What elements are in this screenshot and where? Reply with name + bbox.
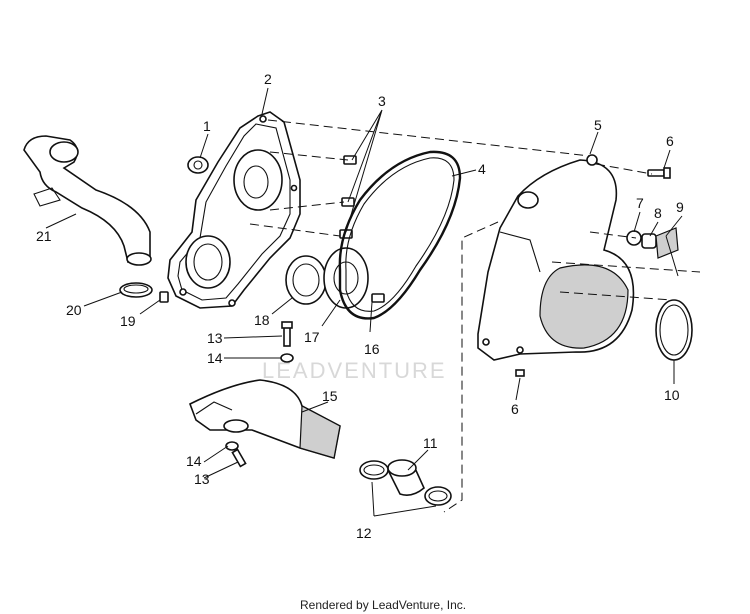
part-16-bolt (371, 293, 385, 303)
callout-19: 19 (120, 313, 136, 329)
callout-10: 10 (664, 387, 680, 403)
part-2-inner-cover (167, 111, 301, 309)
callout-8: 8 (654, 205, 662, 221)
part-13-bolt-upper (281, 321, 293, 347)
callout-15: 15 (322, 388, 338, 404)
callout-6-lower: 6 (511, 401, 519, 417)
callout-12: 12 (356, 525, 372, 541)
callout-14-lower: 14 (186, 453, 202, 469)
part-6-screw-lower (515, 369, 525, 377)
part-1-washer (187, 156, 209, 174)
callout-6-upper: 6 (666, 133, 674, 149)
footer-credit: Rendered by LeadVenture, Inc. (300, 598, 466, 612)
part-9-label (655, 227, 679, 259)
part-8-plug (641, 233, 657, 249)
callout-17: 17 (304, 329, 320, 345)
leader-lines (45, 87, 683, 517)
watermark: LEADVENTURE (262, 358, 447, 383)
callout-3: 3 (378, 93, 386, 109)
callout-1: 1 (203, 118, 211, 134)
part-4-drive-belt (338, 150, 462, 320)
callout-2: 2 (264, 71, 272, 87)
callout-11: 11 (423, 435, 438, 451)
callout-13-lower: 13 (194, 471, 210, 487)
part-10-gasket (655, 299, 693, 361)
part-12-clamp-right (424, 486, 452, 506)
part-11-sleeve (387, 459, 425, 496)
part-18-seal (285, 255, 327, 305)
part-12-clamp-left (359, 460, 389, 480)
part-14-washer-lower (225, 441, 239, 451)
callout-18: 18 (254, 312, 270, 328)
part-5-outer-cover (477, 154, 635, 361)
callout-21: 21 (36, 228, 52, 244)
part-20-clamp (119, 282, 153, 298)
part-6-screw-upper (647, 167, 671, 179)
part-21-air-duct (23, 135, 152, 266)
part-15-lower-duct (188, 379, 341, 460)
part-19-screw (159, 291, 169, 303)
alignment-lines (249, 119, 701, 513)
callout-labels: 1 2 3 4 5 6 6 7 8 9 10 11 12 13 13 14 14… (36, 71, 684, 541)
callout-9: 9 (676, 199, 684, 215)
part-13-bolt-lower (231, 448, 247, 468)
callout-14-upper: 14 (207, 350, 223, 366)
callout-4: 4 (478, 161, 486, 177)
callout-5: 5 (594, 117, 602, 133)
callout-7: 7 (636, 195, 644, 211)
callout-13-upper: 13 (207, 330, 223, 346)
part-14-washer-upper (280, 353, 294, 363)
callout-16: 16 (364, 341, 380, 357)
callout-20: 20 (66, 302, 82, 318)
